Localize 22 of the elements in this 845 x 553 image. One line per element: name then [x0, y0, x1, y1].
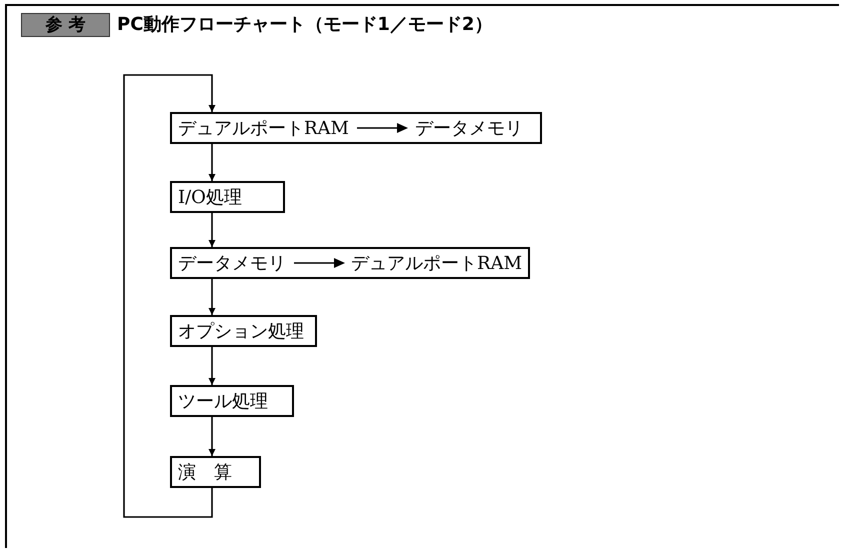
box-text: ツール処理: [178, 390, 268, 413]
arrow: [208, 144, 216, 181]
process-box: [170, 181, 285, 213]
box-text: オプション処理: [178, 320, 304, 343]
box-text: I/O処理: [178, 186, 242, 209]
process-box: [170, 456, 261, 488]
box-text: データメモリ: [414, 117, 523, 140]
header-badge: 参 考: [21, 13, 110, 37]
process-box: [170, 247, 530, 279]
box-text: デュアルポートRAM: [351, 252, 522, 275]
arrow: [208, 347, 216, 385]
arrow: [208, 279, 216, 315]
title: PC動作フローチャート（モード1／モード2）: [117, 13, 492, 36]
process-box: [170, 315, 317, 347]
process-box: [170, 112, 542, 144]
box-text: 演 算: [178, 461, 232, 484]
box-text: デュアルポートRAM: [178, 117, 349, 140]
box-text: データメモリ: [178, 252, 286, 275]
arrow: [208, 213, 216, 247]
arrow: [123, 74, 216, 518]
arrow: [208, 417, 216, 456]
process-box: [170, 385, 294, 417]
